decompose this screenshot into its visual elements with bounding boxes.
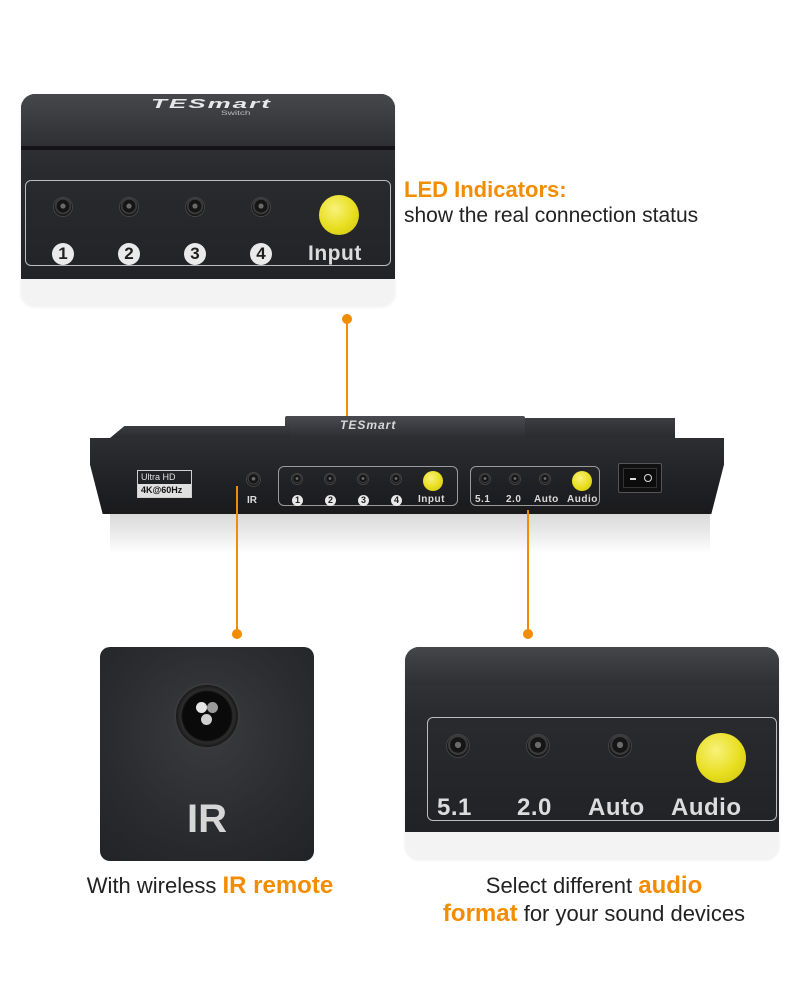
audio-led-51: [447, 735, 469, 757]
audio-caption-highlight-2: format: [442, 900, 518, 927]
ir-caption: With wireless IR remote: [60, 872, 360, 900]
audio-button-label: Audio: [671, 794, 742, 821]
device-input-button[interactable]: [423, 471, 443, 491]
power-on-mark: [644, 474, 652, 482]
device-audio-label: Audio: [567, 494, 598, 505]
audio-mode-51: 5.1: [437, 794, 472, 821]
device-audio-led-auto: [540, 474, 550, 484]
power-switch-rocker: [623, 468, 657, 488]
badge-line1: Ultra HD: [141, 472, 176, 482]
ir-sensor-large: [176, 685, 238, 747]
brand-subtitle: Switch: [221, 110, 251, 117]
ir-label-large: IR: [187, 797, 227, 841]
audio-caption-prefix: Select different: [485, 873, 639, 898]
input-button[interactable]: [319, 195, 359, 235]
ir-zoom-panel: IR: [100, 647, 314, 861]
device-input-label: Input: [418, 494, 445, 505]
led-callout-title: LED Indicators:: [404, 177, 567, 202]
device-input-bracket: [278, 466, 458, 506]
device-audio-button[interactable]: [572, 471, 592, 491]
audio-caption-highlight-1: audio: [638, 872, 703, 899]
audio-led-auto: [609, 735, 631, 757]
audio-caption-line1: Select different audio: [400, 872, 788, 900]
device-audio-mode-51: 5.1: [475, 494, 491, 505]
device-port-3: 3: [358, 495, 369, 506]
device-front-closeup: TESmart Switch: [21, 94, 395, 279]
ir-caption-prefix: With wireless: [86, 873, 223, 898]
led-indicator-1: [54, 198, 72, 216]
badge-line2: 4K@60Hz: [138, 484, 191, 497]
device-ridge: [21, 146, 395, 150]
device-audio-mode-auto: Auto: [534, 494, 559, 505]
ir-lens-highlight-1: [196, 702, 207, 713]
connector-dot-ir: [232, 629, 242, 639]
port-number-4: 4: [250, 243, 272, 265]
device-top-logo: TESmart: [340, 418, 397, 432]
device-port-4: 4: [391, 495, 402, 506]
port-number-3: 3: [184, 243, 206, 265]
audio-caption-line2: format for your sound devices: [400, 900, 788, 928]
led-zoom-panel: TESmart Switch 1 2 3 4 Input: [21, 94, 395, 306]
device-led-4: [391, 474, 401, 484]
ultra-hd-badge: Ultra HD 4K@60Hz: [137, 470, 192, 498]
led-callout-text: show the real connection status: [404, 204, 699, 227]
device-led-1: [292, 474, 302, 484]
device-top-edge: [21, 94, 395, 146]
device-audio-led-51: [480, 474, 490, 484]
port-number-2: 2: [118, 243, 140, 265]
audio-top-edge: [405, 647, 779, 685]
device-reflection: [110, 514, 710, 554]
ir-lens-highlight-2: [207, 702, 218, 713]
ir-lens-highlight-3: [201, 714, 212, 725]
device-led-3: [358, 474, 368, 484]
device-led-2: [325, 474, 335, 484]
audio-group-bracket: [427, 717, 777, 821]
audio-mode-20: 2.0: [517, 794, 552, 821]
audio-zoom-panel: 5.1 2.0 Auto Audio: [405, 647, 779, 859]
brand-logo: TESmart: [151, 96, 272, 111]
connector-line-audio: [527, 510, 529, 632]
audio-button[interactable]: [696, 733, 746, 783]
device-top-plate: [285, 416, 525, 438]
audio-caption: Select different audio format for your s…: [400, 872, 788, 928]
led-group-bracket: [25, 180, 391, 266]
ir-sensor-small: [247, 473, 260, 486]
led-indicator-2: [120, 198, 138, 216]
device-top-right: [525, 418, 675, 438]
connector-line-ir: [236, 486, 238, 632]
audio-led-20: [527, 735, 549, 757]
power-off-mark: [630, 478, 636, 480]
hdmi-switch-device: TESmart: [90, 416, 724, 516]
port-number-1: 1: [52, 243, 74, 265]
audio-mode-auto: Auto: [588, 794, 645, 821]
device-port-1: 1: [292, 495, 303, 506]
led-indicator-3: [186, 198, 204, 216]
led-indicator-4: [252, 198, 270, 216]
device-audio-mode-20: 2.0: [506, 494, 522, 505]
input-label: Input: [308, 242, 362, 265]
device-audio-bracket: [470, 466, 600, 506]
ir-caption-highlight: IR remote: [222, 872, 334, 899]
connector-dot-audio: [523, 629, 533, 639]
device-audio-led-20: [510, 474, 520, 484]
ir-label-small: IR: [247, 495, 257, 506]
power-switch[interactable]: [618, 463, 662, 493]
device-port-2: 2: [325, 495, 336, 506]
device-top-left: [110, 426, 290, 438]
connector-line-led: [346, 319, 348, 477]
audio-caption-suffix: for your sound devices: [517, 901, 746, 926]
